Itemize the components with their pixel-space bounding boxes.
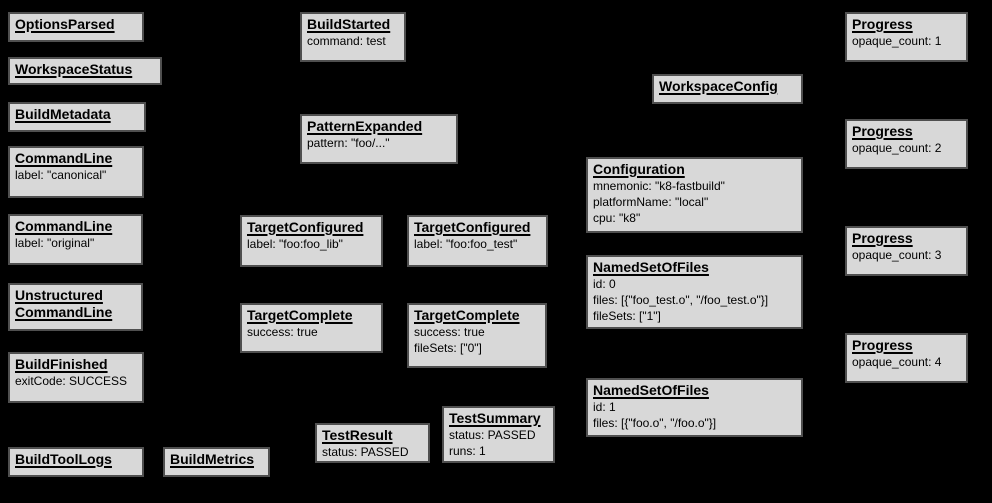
node-detail: cpu: "k8" — [593, 211, 641, 225]
node-detail: success: true — [414, 325, 485, 339]
node-title: OptionsParsed — [15, 16, 115, 32]
node-title-line2: CommandLine — [15, 304, 113, 320]
node-progress-3: Progress opaque_count: 3 — [845, 226, 968, 276]
node-detail: platformName: "local" — [593, 195, 709, 209]
node-detail: opaque_count: 2 — [852, 141, 942, 155]
node-title: NamedSetOfFiles — [593, 382, 709, 398]
node-detail: opaque_count: 1 — [852, 34, 942, 48]
node-title: NamedSetOfFiles — [593, 259, 709, 275]
node-target-configured-foo-test: TargetConfigured label: "foo:foo_test" — [407, 215, 548, 267]
node-title: TargetConfigured — [247, 219, 364, 235]
node-detail: opaque_count: 4 — [852, 355, 942, 369]
node-title: TestResult — [322, 427, 393, 443]
node-pattern-expanded: PatternExpanded pattern: "foo/..." — [300, 114, 458, 164]
node-build-tool-logs: BuildToolLogs — [8, 447, 144, 477]
node-workspace-config: WorkspaceConfig — [652, 74, 803, 104]
node-detail: fileSets: ["0"] — [414, 341, 482, 355]
node-detail: fileSets: ["1"] — [593, 309, 661, 323]
node-title: CommandLine — [15, 150, 113, 166]
node-unstructured-command-line: Unstructured CommandLine — [8, 283, 143, 331]
node-title: BuildToolLogs — [15, 451, 112, 467]
node-detail: command: test — [307, 34, 386, 48]
node-detail: label: "foo:foo_lib" — [247, 237, 343, 251]
node-test-summary: TestSummary status: PASSED runs: 1 — [442, 406, 555, 463]
node-detail: label: "canonical" — [15, 168, 107, 182]
node-title: TargetComplete — [247, 307, 353, 323]
node-detail: mnemonic: "k8-fastbuild" — [593, 179, 725, 193]
node-detail: status: PASSED — [322, 445, 409, 459]
node-title: WorkspaceStatus — [15, 61, 133, 77]
node-detail: label: "foo:foo_test" — [414, 237, 518, 251]
node-detail: files: [{"foo_test.o", "/foo_test.o"}] — [593, 293, 769, 307]
node-title: Progress — [852, 337, 913, 353]
node-build-finished: BuildFinished exitCode: SUCCESS — [8, 352, 144, 403]
node-title: BuildFinished — [15, 356, 108, 372]
node-progress-2: Progress opaque_count: 2 — [845, 119, 968, 169]
node-detail: runs: 1 — [449, 444, 486, 458]
node-named-set-of-files-1: NamedSetOfFiles id: 1 files: [{"foo.o", … — [586, 378, 803, 437]
node-options-parsed: OptionsParsed — [8, 12, 144, 42]
node-target-configured-foo-lib: TargetConfigured label: "foo:foo_lib" — [240, 215, 383, 267]
node-named-set-of-files-0: NamedSetOfFiles id: 0 files: [{"foo_test… — [586, 255, 803, 329]
node-title: TargetComplete — [414, 307, 520, 323]
node-progress-1: Progress opaque_count: 1 — [845, 12, 968, 62]
node-target-complete-foo-lib: TargetComplete success: true — [240, 303, 383, 353]
node-title: CommandLine — [15, 218, 113, 234]
node-detail: id: 0 — [593, 277, 616, 291]
node-detail: label: "original" — [15, 236, 95, 250]
node-title: TestSummary — [449, 410, 541, 426]
node-title: WorkspaceConfig — [659, 78, 778, 94]
node-title: Progress — [852, 230, 913, 246]
node-target-complete-foo-test: TargetComplete success: true fileSets: [… — [407, 303, 547, 368]
node-build-metrics: BuildMetrics — [163, 447, 270, 477]
node-title: Progress — [852, 123, 913, 139]
node-title: Progress — [852, 16, 913, 32]
node-title: Configuration — [593, 161, 685, 177]
node-title: BuildMetadata — [15, 106, 111, 122]
node-detail: id: 1 — [593, 400, 616, 414]
node-detail: files: [{"foo.o", "/foo.o"}] — [593, 416, 717, 430]
node-detail: success: true — [247, 325, 318, 339]
node-workspace-status: WorkspaceStatus — [8, 57, 162, 85]
node-test-result: TestResult status: PASSED — [315, 423, 430, 463]
node-detail: status: PASSED — [449, 428, 536, 442]
node-command-line-original: CommandLine label: "original" — [8, 214, 143, 265]
node-title: BuildStarted — [307, 16, 391, 32]
node-progress-4: Progress opaque_count: 4 — [845, 333, 968, 383]
node-detail: opaque_count: 3 — [852, 248, 942, 262]
node-title: Unstructured — [15, 287, 103, 303]
node-configuration: Configuration mnemonic: "k8-fastbuild" p… — [586, 157, 803, 233]
node-title: BuildMetrics — [170, 451, 255, 467]
node-build-started: BuildStarted command: test — [300, 12, 406, 62]
node-command-line-canonical: CommandLine label: "canonical" — [8, 146, 144, 198]
node-build-metadata: BuildMetadata — [8, 102, 146, 132]
node-title: TargetConfigured — [414, 219, 531, 235]
node-detail: pattern: "foo/..." — [307, 136, 390, 150]
node-title: PatternExpanded — [307, 118, 423, 134]
node-detail: exitCode: SUCCESS — [15, 374, 128, 388]
